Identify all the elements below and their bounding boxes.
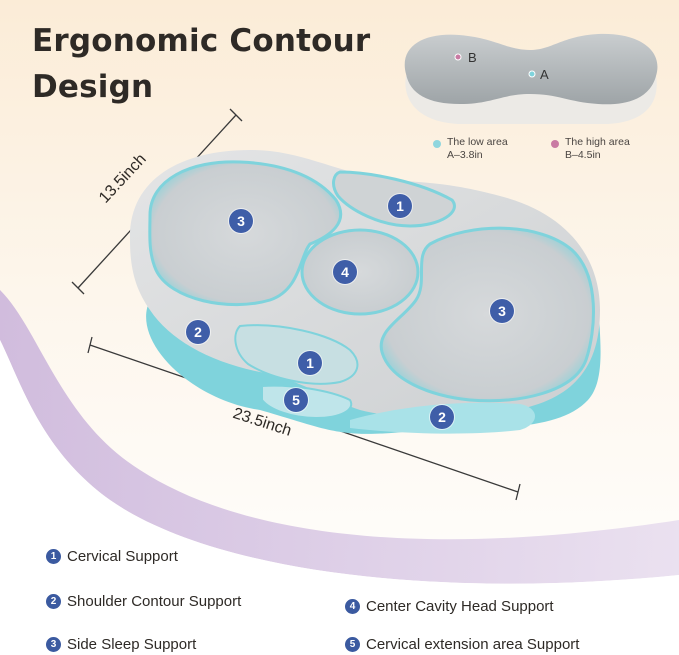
zone-badge-3-right: 3 xyxy=(490,299,514,323)
zone-badge-4: 4 xyxy=(333,260,357,284)
point-a-dot xyxy=(528,70,536,78)
zone-1-bottom xyxy=(234,324,359,385)
feature-number-badge: 2 xyxy=(46,594,61,609)
low-area-dot xyxy=(433,140,441,148)
high-area-dot xyxy=(551,140,559,148)
pillow-height-thumbnail: B A xyxy=(404,33,658,124)
zone-3-left xyxy=(148,160,343,307)
page-title: Ergonomic Contour Design xyxy=(32,18,370,110)
feature-number-badge: 1 xyxy=(46,549,61,564)
purple-wave xyxy=(0,290,679,584)
feature-shoulder-contour-support: 2 Shoulder Contour Support xyxy=(46,593,241,610)
feature-number-badge: 4 xyxy=(345,599,360,614)
feature-label: Shoulder Contour Support xyxy=(67,593,242,610)
zone-badge-2-left: 2 xyxy=(186,320,210,344)
feature-label: Cervical Support xyxy=(67,548,178,565)
zone-badge-2-right: 2 xyxy=(430,405,454,429)
feature-number-badge: 5 xyxy=(345,637,360,652)
zone-badge-5: 5 xyxy=(284,388,308,412)
feature-cervical-extension-area-support: 5 Cervical extension area Support xyxy=(345,636,579,653)
zone-3-right xyxy=(379,226,595,403)
zone-badge-1-bottom: 1 xyxy=(298,351,322,375)
point-a-label: A xyxy=(540,67,549,82)
title-line-2: Design xyxy=(32,69,154,105)
feature-label: Side Sleep Support xyxy=(67,636,197,653)
zone-4-cavity xyxy=(300,228,420,316)
feature-center-cavity-head-support: 4 Center Cavity Head Support xyxy=(345,598,554,615)
feature-number-badge: 3 xyxy=(46,637,61,652)
feature-cervical-support: 1 Cervical Support xyxy=(46,548,178,565)
feature-side-sleep-support: 3 Side Sleep Support xyxy=(46,636,196,653)
zone-badge-1-top: 1 xyxy=(388,194,412,218)
point-b-label: B xyxy=(468,50,477,65)
point-b-dot xyxy=(454,53,462,61)
feature-label: Center Cavity Head Support xyxy=(366,598,554,615)
title-line-1: Ergonomic Contour xyxy=(32,23,371,59)
feature-label: Cervical extension area Support xyxy=(366,636,580,653)
zone-badge-3-left: 3 xyxy=(229,209,253,233)
